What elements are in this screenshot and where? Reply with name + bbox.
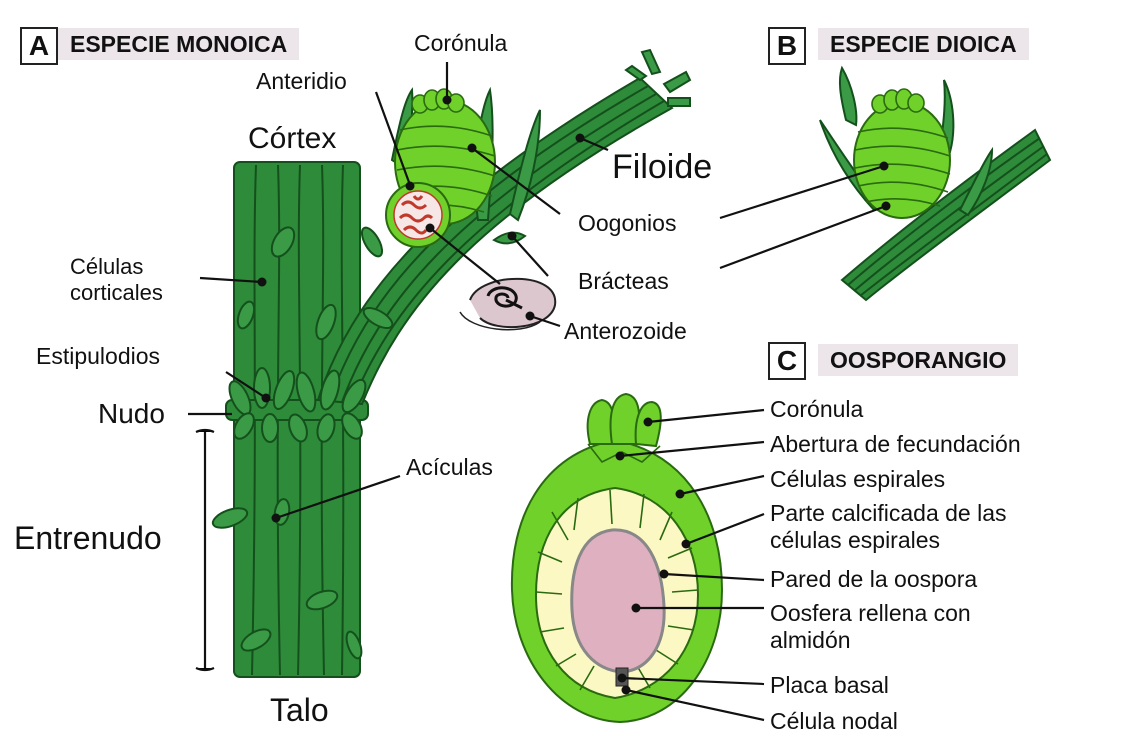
- label-celulas-corticales: Células corticales: [70, 254, 163, 306]
- label-celula-nodal: Célula nodal: [770, 710, 898, 733]
- label-estipulodios: Estipulodios: [36, 345, 160, 368]
- panel-a-letter: A: [20, 27, 58, 65]
- label-cortex: Córtex: [248, 124, 336, 154]
- label-entrenudo: Entrenudo: [14, 522, 162, 554]
- anterozoid: [460, 279, 555, 330]
- label-pared-oospora: Pared de la oospora: [770, 568, 977, 591]
- label-coronula-c: Corónula: [770, 398, 863, 421]
- panel-b-title: ESPECIE DIOICA: [818, 28, 1029, 60]
- label-anterozoide: Anterozoide: [564, 320, 687, 343]
- panel-a-title: ESPECIE MONOICA: [58, 28, 299, 60]
- label-anteridio: Anteridio: [256, 70, 347, 93]
- label-oosfera: Oosfera rellena con almidón: [770, 600, 971, 654]
- label-bracteas: Brácteas: [578, 270, 669, 293]
- oogonium-b: [854, 89, 950, 218]
- label-celulas-espirales: Células espirales: [770, 468, 945, 491]
- label-placa-basal: Placa basal: [770, 674, 889, 697]
- panel-c-title: OOSPORANGIO: [818, 344, 1018, 376]
- label-filoide: Filoide: [612, 150, 712, 184]
- label-talo: Talo: [270, 694, 329, 726]
- label-parte-calcificada: Parte calcificada de las células espiral…: [770, 500, 1007, 554]
- entrenudo-bracket: [196, 430, 214, 670]
- oosporangium: [512, 394, 722, 722]
- label-coronula-a: Corónula: [414, 32, 507, 55]
- label-abertura: Abertura de fecundación: [770, 433, 1021, 456]
- panel-c-letter: C: [768, 342, 806, 380]
- label-oogonios: Oogonios: [578, 212, 676, 235]
- label-aciculas: Acículas: [406, 456, 493, 479]
- label-nudo: Nudo: [98, 400, 165, 428]
- panel-b-letter: B: [768, 27, 806, 65]
